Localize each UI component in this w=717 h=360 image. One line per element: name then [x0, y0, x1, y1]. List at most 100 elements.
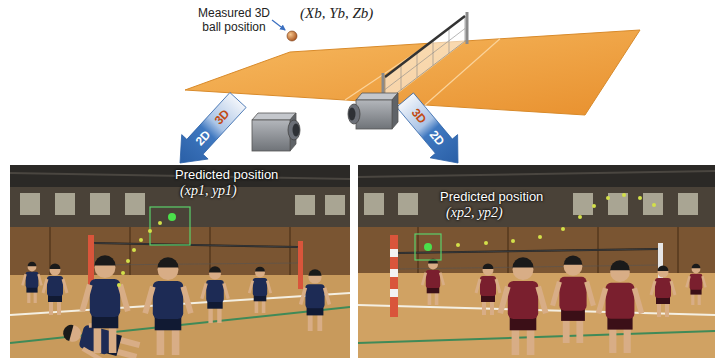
gym-photo — [561, 227, 565, 231]
gym-photo — [622, 193, 626, 197]
gym-photo — [121, 271, 125, 275]
volleyball-net — [449, 28, 450, 53]
coordinate-label: (xp2, yp2) — [446, 205, 503, 221]
gym-photo — [139, 238, 143, 242]
gym-photo — [390, 249, 398, 257]
camera-icon — [293, 124, 300, 137]
projection-arrow — [180, 93, 246, 163]
gym-photo — [500, 257, 546, 355]
gym-photo — [538, 235, 542, 239]
prediction-label: Predicted position — [175, 167, 278, 183]
gym-photo — [94, 243, 298, 265]
gym-photo — [325, 195, 345, 215]
dimension-tag: 3D — [409, 107, 428, 126]
camera-icon — [356, 93, 398, 100]
gym-photo — [573, 193, 593, 215]
gym-photo — [511, 239, 515, 243]
callout-note: Measured 3D ball position — [190, 6, 278, 34]
gym-photo — [507, 227, 509, 273]
measured-ball — [272, 20, 297, 41]
camera-icon — [392, 93, 398, 129]
gym-photo — [295, 195, 315, 215]
gym-photo — [398, 193, 418, 215]
gym-photo — [150, 207, 190, 245]
gym-photo — [598, 260, 641, 353]
gym-photo — [677, 227, 679, 273]
measured-ball — [272, 20, 285, 30]
projection-arrow — [397, 93, 458, 163]
measured-ball — [287, 31, 297, 41]
camera-icon — [252, 113, 300, 151]
gym-photo — [90, 193, 110, 215]
dimension-tag: 2D — [194, 128, 213, 147]
gym-photo — [358, 165, 715, 358]
volleyball-net — [401, 65, 402, 90]
gym-photo — [476, 264, 500, 316]
gym-photo — [456, 243, 460, 247]
projection-arrow — [397, 93, 458, 163]
camera-view: Predicted position(xp1, yp1) — [10, 165, 350, 358]
camera-icon — [348, 104, 360, 124]
gym-photo — [424, 243, 432, 251]
camera-view: Predicted position(xp2, yp2) — [358, 165, 715, 358]
gym-photo — [390, 269, 398, 277]
gym-photo — [158, 221, 162, 225]
prediction-label: Predicted position — [440, 189, 543, 205]
gym-photo — [422, 259, 444, 305]
gym-photo — [145, 257, 191, 355]
gym-photo — [132, 248, 136, 252]
gym-photo — [678, 193, 698, 215]
gym-photo — [20, 193, 40, 215]
camera-icon — [252, 113, 296, 120]
gym-photo — [553, 255, 594, 343]
gym-photo — [43, 264, 67, 316]
volleyball-net — [433, 40, 434, 65]
gym-photo — [358, 165, 715, 187]
dimension-tag: 2D — [427, 128, 446, 147]
gym-photo — [202, 266, 228, 323]
volleyball-net — [466, 12, 469, 44]
gym-photo — [10, 165, 350, 358]
gym-photo — [578, 215, 582, 219]
gym-photo — [22, 262, 41, 303]
gym-photo — [298, 241, 303, 289]
camera-icon — [288, 120, 300, 140]
gym-photo — [686, 264, 705, 305]
volleyball-net — [417, 53, 418, 78]
gym-photo — [358, 171, 715, 177]
gym-photo — [364, 193, 384, 215]
gym-photo — [10, 165, 350, 358]
gym-photo — [484, 241, 488, 245]
camera-icon — [349, 108, 356, 121]
gym-photo — [415, 234, 441, 260]
gym-photo — [592, 204, 596, 208]
gym-photo — [643, 193, 663, 215]
gym-photo — [358, 165, 715, 358]
camera-icon — [356, 100, 392, 129]
gym-photo — [652, 203, 656, 207]
gym-photo — [301, 269, 330, 331]
gym-photo — [126, 259, 130, 263]
gym-photo — [82, 255, 128, 353]
coordinate-label: (xp1, yp1) — [180, 183, 237, 199]
gym-photo — [55, 193, 75, 215]
gym-photo — [125, 193, 145, 215]
gym-photo — [148, 229, 152, 233]
gym-photo — [117, 283, 121, 287]
volleyball-net — [385, 16, 465, 77]
camera-icon — [252, 120, 290, 151]
gym-photo — [358, 331, 715, 343]
gym-photo — [289, 227, 291, 275]
gym-photo — [390, 289, 398, 297]
gym-photo — [168, 213, 176, 221]
gym-photo — [606, 196, 610, 200]
camera-icon — [348, 93, 398, 129]
gym-photo — [608, 193, 628, 215]
gym-photo — [651, 266, 675, 318]
gym-photo — [209, 227, 211, 275]
projection-arrow — [180, 93, 246, 163]
gym-photo — [638, 196, 642, 200]
coordinate-label: (Xb, Yb, Zb) — [300, 4, 373, 22]
volleyball-net — [385, 29, 465, 90]
